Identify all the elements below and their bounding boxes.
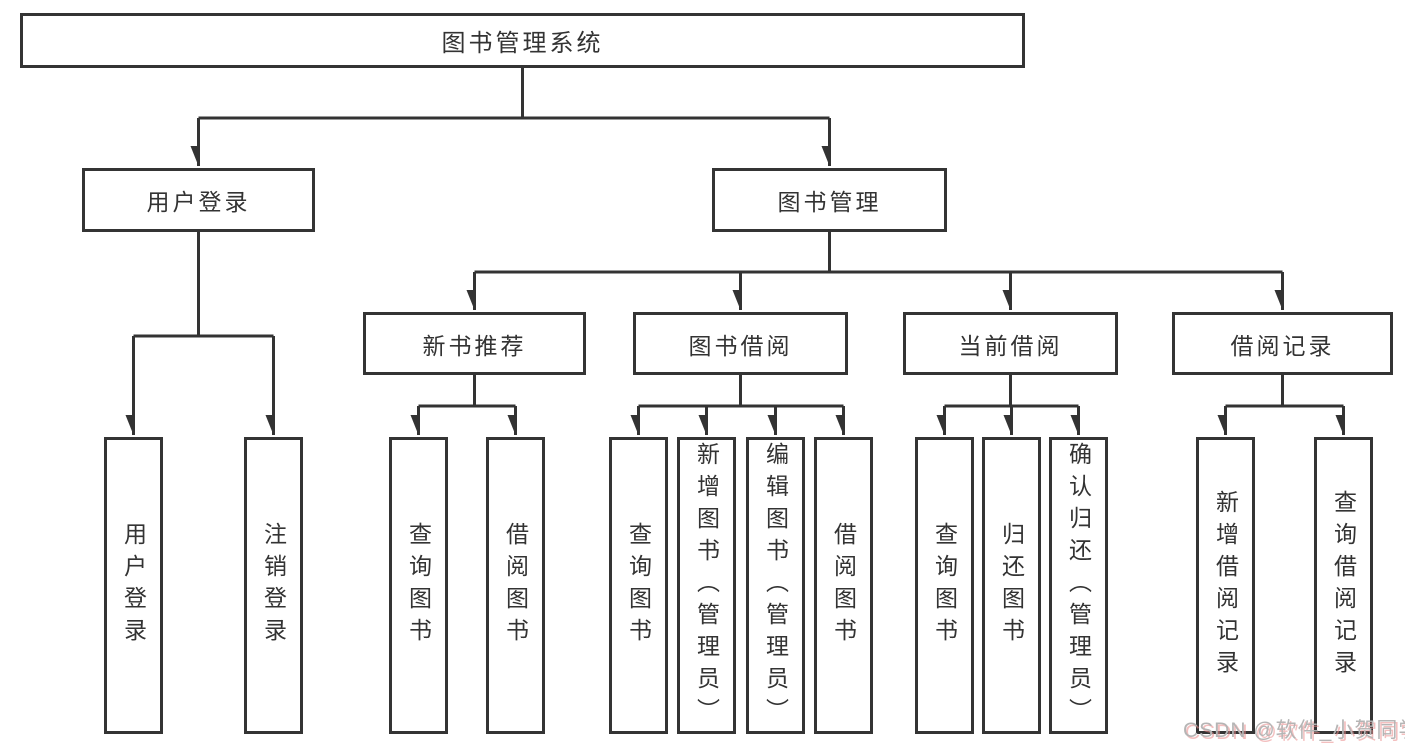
connector-root-trunk: [198, 68, 830, 120]
node-user-login: 用户登录: [82, 168, 315, 232]
leaf-recommend-borrow-books: 借阅图书: [486, 437, 545, 734]
connector-new-book-rec-trunk: [418, 375, 516, 408]
connector-current-borrow-trunk: [944, 375, 1079, 408]
node-book-borrowing: 图书借阅: [633, 312, 848, 375]
leaf-records-add-borrow-record: 新增借阅记录: [1196, 437, 1255, 734]
node-borrowing-records: 借阅记录: [1172, 312, 1393, 375]
leaf-user-login: 用户登录: [104, 437, 163, 734]
leaf-recommend-query-books: 查询图书: [389, 437, 448, 734]
connector-user-login-trunk: [133, 232, 274, 338]
leaf-records-query-borrow-record: 查询借阅记录: [1314, 437, 1373, 734]
node-new-book-recommend: 新书推荐: [363, 312, 586, 375]
node-current-borrowing: 当前借阅: [903, 312, 1118, 375]
connector-borrow-record-trunk: [1225, 375, 1344, 408]
csdn-watermark: CSDN @软件_小贺同学: [1183, 719, 1405, 742]
leaf-borrowing-add-books-admin: 新增图书（管理员）: [677, 437, 736, 734]
leaf-current-query-books: 查询图书: [915, 437, 974, 734]
leaf-borrowing-edit-books-admin: 编辑图书（管理员）: [746, 437, 805, 734]
connector-book-borrow-trunk: [638, 375, 844, 408]
leaf-current-return-books: 归还图书: [982, 437, 1041, 734]
connector-book-mgmt-trunk: [474, 232, 1283, 274]
leaf-borrowing-borrow-books: 借阅图书: [814, 437, 873, 734]
leaf-logout: 注销登录: [244, 437, 303, 734]
node-book-management: 图书管理: [712, 168, 947, 232]
node-library-management-system: 图书管理系统: [20, 13, 1025, 68]
leaf-current-confirm-return-admin: 确认归还（管理员）: [1049, 437, 1108, 734]
leaf-borrowing-query-books: 查询图书: [609, 437, 668, 734]
